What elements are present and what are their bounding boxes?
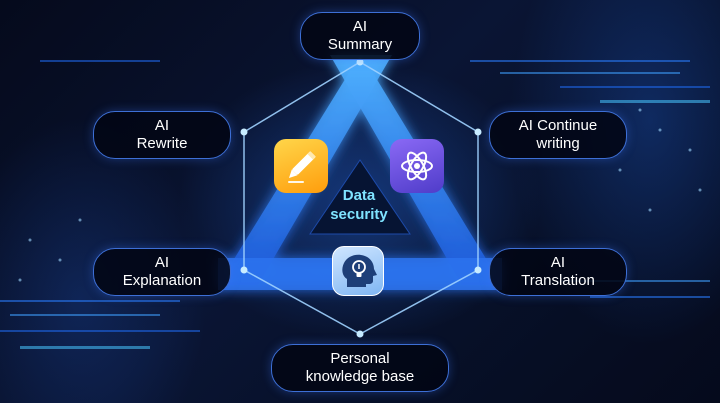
node-ai-continue-writing: AI Continue writing (489, 111, 627, 159)
node-knowledge-line2: knowledge base (305, 368, 415, 385)
node-ai-summary: AI Summary (300, 12, 420, 60)
pencil-icon (288, 151, 316, 183)
atom-icon (401, 151, 433, 181)
node-ai-summary-line2: Summary (327, 36, 393, 53)
atom-icon-tile (390, 139, 444, 193)
node-knowledge-line1: Personal (330, 350, 390, 367)
head-lightbulb-icon (342, 254, 377, 287)
head-lightbulb-icon-tile (332, 246, 384, 296)
data-streaks (0, 60, 710, 349)
node-ai-continue-line1: AI Continue (518, 117, 598, 134)
center-label-line1: Data (342, 187, 376, 204)
node-ai-rewrite-line2: Rewrite (136, 135, 188, 152)
center-label-line2: security (330, 206, 388, 223)
pencil-icon-tile (274, 139, 328, 193)
node-ai-explanation-line1: AI (154, 254, 170, 271)
node-personal-knowledge-base: Personal knowledge base (271, 344, 449, 392)
node-ai-explanation: AI Explanation (93, 248, 231, 296)
center-label: Data security (316, 186, 402, 224)
node-ai-rewrite-line1: AI (154, 117, 170, 134)
center-triangle (309, 159, 411, 235)
node-ai-translation: AI Translation (489, 248, 627, 296)
node-ai-translation-line2: Translation (521, 272, 595, 289)
data-dots (18, 108, 702, 282)
node-ai-continue-line2: writing (536, 135, 580, 152)
hexagon-nodes (240, 58, 482, 338)
node-ai-explanation-line2: Explanation (122, 272, 202, 289)
node-ai-translation-line1: AI (550, 254, 566, 271)
node-ai-rewrite: AI Rewrite (93, 111, 231, 159)
node-ai-summary-line1: AI (352, 18, 368, 35)
